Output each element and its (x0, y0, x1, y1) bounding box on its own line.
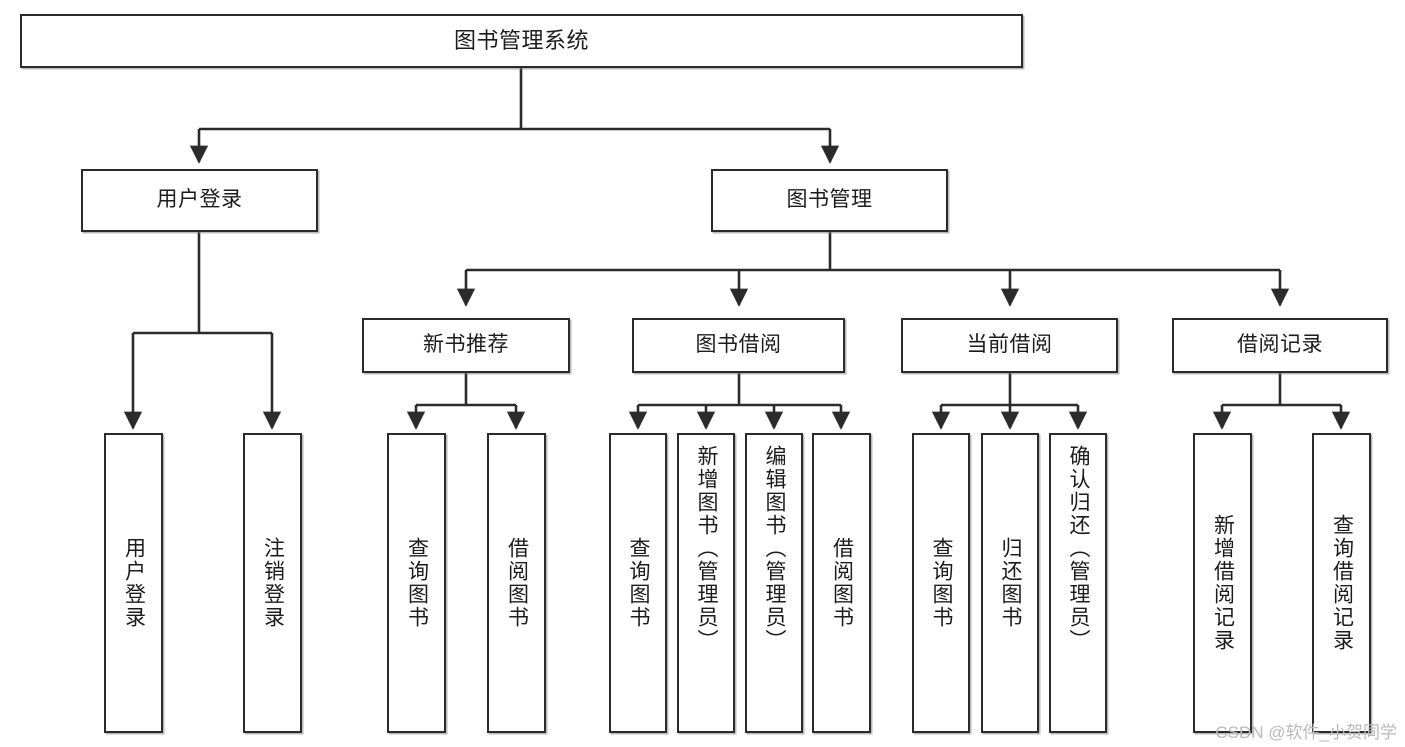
node-label: 确认归还（管理员） (1067, 445, 1091, 652)
node-label: 图书借阅 (695, 333, 782, 357)
leaf-logout[interactable]: 注销登录 (243, 433, 302, 733)
node-label: 注销登录 (261, 537, 285, 629)
node-borrow-records[interactable]: 借阅记录 (1172, 318, 1388, 373)
node-label: 查询图书 (405, 537, 429, 629)
leaf-bb-add-book-admin[interactable]: 新增图书（管理员） (677, 433, 735, 733)
node-label: 查询借阅记录 (1330, 514, 1354, 652)
node-label: 编辑图书（管理员） (763, 445, 787, 652)
node-root-book-management-system[interactable]: 图书管理系统 (20, 14, 1023, 68)
leaf-bb-edit-book-admin[interactable]: 编辑图书（管理员） (745, 433, 803, 733)
leaf-br-query-record[interactable]: 查询借阅记录 (1312, 433, 1371, 733)
node-label: 归还图书 (999, 537, 1023, 629)
node-current-borrow[interactable]: 当前借阅 (901, 318, 1118, 373)
node-label: 当前借阅 (966, 333, 1053, 357)
node-label: 查询图书 (930, 537, 954, 629)
leaf-user-login[interactable]: 用户登录 (104, 433, 163, 733)
node-label: 新增图书（管理员） (695, 445, 719, 652)
node-label: 图书管理系统 (453, 28, 589, 54)
leaf-cb-confirm-return-admin[interactable]: 确认归还（管理员） (1049, 433, 1107, 733)
node-label: 新增借阅记录 (1211, 514, 1235, 652)
node-label: 查询图书 (627, 537, 651, 629)
node-label: 图书管理 (786, 188, 873, 212)
node-label: 用户登录 (156, 188, 243, 212)
leaf-bb-query-book[interactable]: 查询图书 (609, 433, 667, 733)
node-label: 借阅图书 (505, 537, 529, 629)
leaf-nb-query-book[interactable]: 查询图书 (387, 433, 446, 733)
leaf-cb-return-book[interactable]: 归还图书 (981, 433, 1039, 733)
node-book-borrow[interactable]: 图书借阅 (632, 318, 845, 373)
leaf-nb-borrow-book[interactable]: 借阅图书 (487, 433, 546, 733)
leaf-br-add-record[interactable]: 新增借阅记录 (1193, 433, 1252, 733)
node-label: 用户登录 (122, 537, 146, 629)
node-label: 借阅记录 (1237, 333, 1323, 357)
node-label: 借阅图书 (830, 537, 854, 629)
node-book-management[interactable]: 图书管理 (711, 169, 948, 232)
csdn-watermark: CSDN @软件_小贺同学 (1215, 723, 1397, 742)
leaf-cb-query-book[interactable]: 查询图书 (912, 433, 970, 733)
node-label: 新书推荐 (423, 333, 509, 357)
node-new-book-recommend[interactable]: 新书推荐 (362, 318, 570, 373)
node-user-login[interactable]: 用户登录 (81, 169, 318, 232)
leaf-bb-borrow-book[interactable]: 借阅图书 (812, 433, 871, 733)
